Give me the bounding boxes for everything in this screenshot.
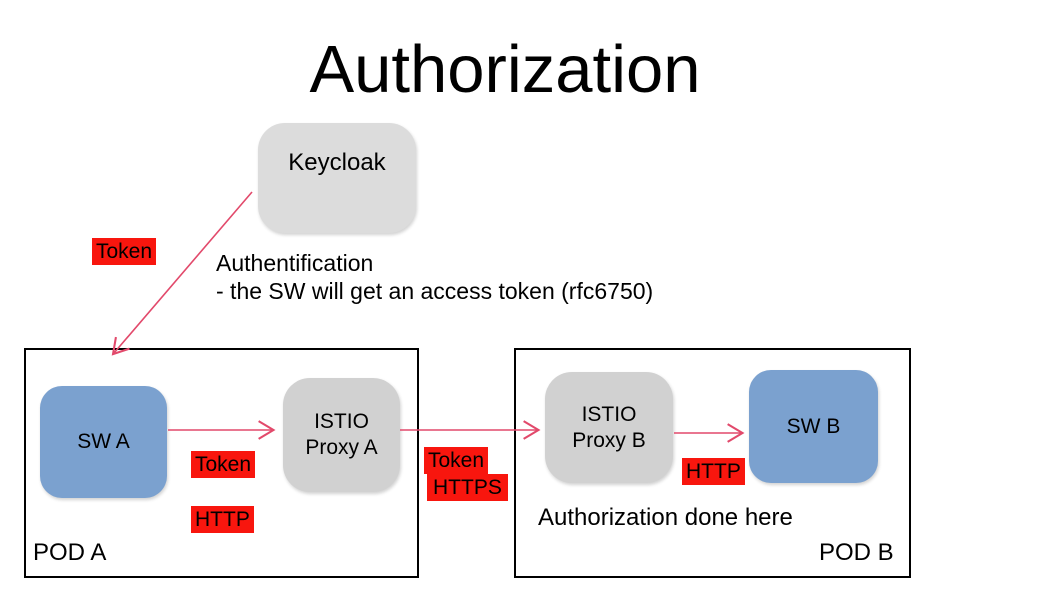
istio-proxy-a-box: ISTIO Proxy A — [283, 378, 400, 492]
authentification-note-line2: - the SW will get an access token (rfc67… — [216, 278, 654, 304]
https-label-link: HTTPS — [427, 474, 508, 501]
http-label-pod-b: HTTP — [682, 458, 745, 485]
istio-proxy-b-line1: ISTIO — [581, 402, 637, 426]
pod-a-label: POD A — [33, 539, 107, 566]
pod-b-label: POD B — [819, 539, 894, 566]
istio-proxy-a-label: ISTIO Proxy A — [305, 409, 377, 461]
sw-b-box: SW B — [749, 370, 878, 483]
istio-proxy-b-label: ISTIO Proxy B — [572, 402, 646, 454]
istio-proxy-b-box: ISTIO Proxy B — [545, 372, 673, 483]
sw-a-box: SW A — [40, 386, 167, 498]
istio-proxy-a-line2: Proxy A — [305, 436, 378, 459]
istio-proxy-b-line2: Proxy B — [572, 428, 646, 452]
sw-a-label: SW A — [77, 430, 130, 453]
token-label-keycloak: Token — [92, 238, 157, 265]
keycloak-box: Keycloak — [258, 123, 416, 233]
keycloak-label: Keycloak — [288, 149, 386, 176]
authentification-note: Authentification - the SW will get an ac… — [216, 249, 653, 305]
sw-b-label: SW B — [786, 414, 841, 438]
page-title: Authorization — [309, 32, 701, 107]
authorization-done-note: Authorization done here — [538, 504, 793, 531]
authentification-note-line1: Authentification — [216, 250, 374, 276]
token-label-link: Token — [424, 447, 489, 474]
istio-proxy-a-line1: ISTIO — [314, 410, 369, 433]
http-label-pod-a: HTTP — [191, 506, 254, 533]
token-label-pod-a: Token — [191, 451, 256, 478]
